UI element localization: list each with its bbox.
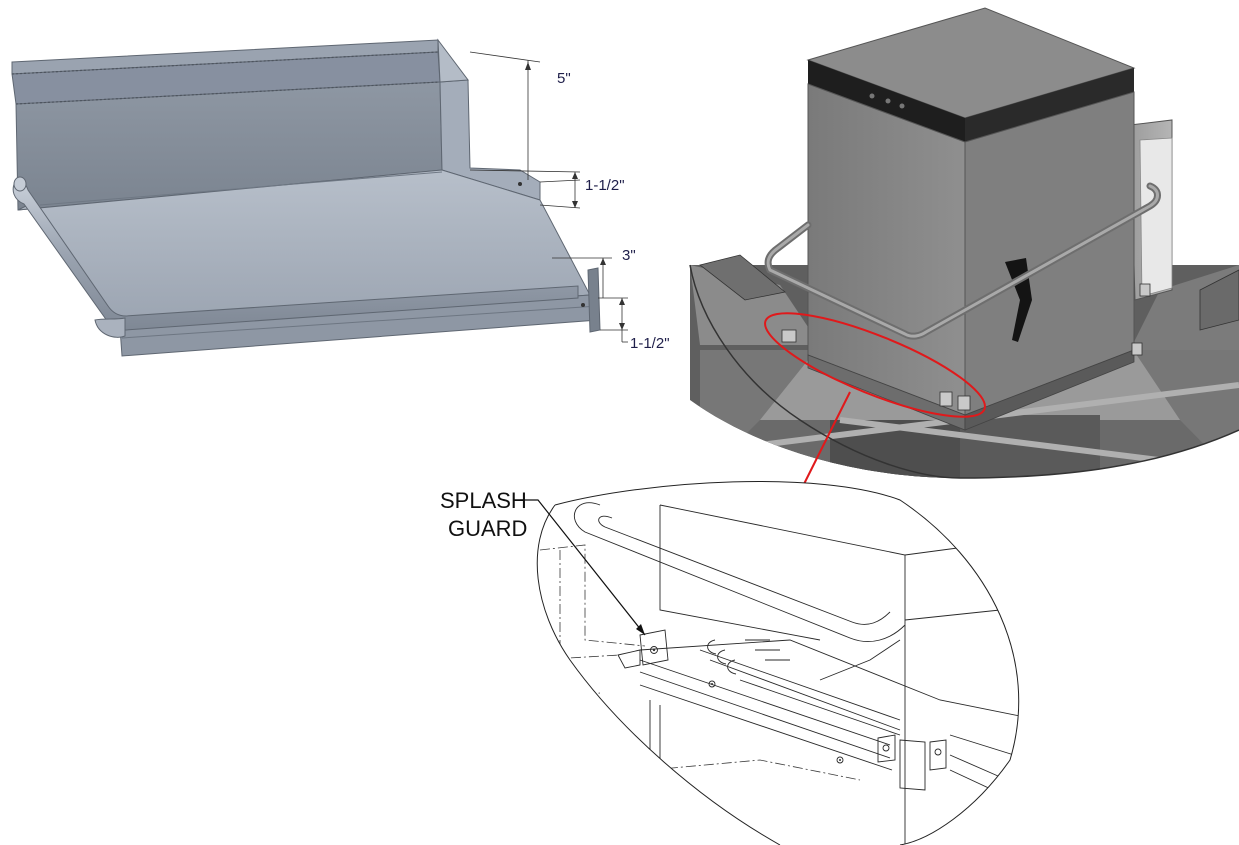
highlight-ellipse — [764, 312, 986, 418]
dishwasher-illustration — [689, 7, 1239, 479]
splash-guard-detail — [536, 481, 1020, 845]
splash-guard-callout: SPLASH GUARD — [440, 488, 646, 636]
table-illustration: 5" 1-1/2" 3" 1-1/2" — [11, 38, 670, 357]
dim-lower-height: 1-1/2" — [630, 335, 670, 352]
callout-leader-line — [520, 499, 646, 636]
callout-line-1: SPLASH — [440, 488, 527, 513]
dim-backsplash-height: 5" — [557, 70, 571, 87]
dim-step-height: 1-1/2" — [585, 177, 625, 194]
callout-arrowhead — [636, 624, 645, 635]
callout-line-2: GUARD — [448, 516, 527, 541]
dim-front-height: 3" — [622, 247, 636, 264]
